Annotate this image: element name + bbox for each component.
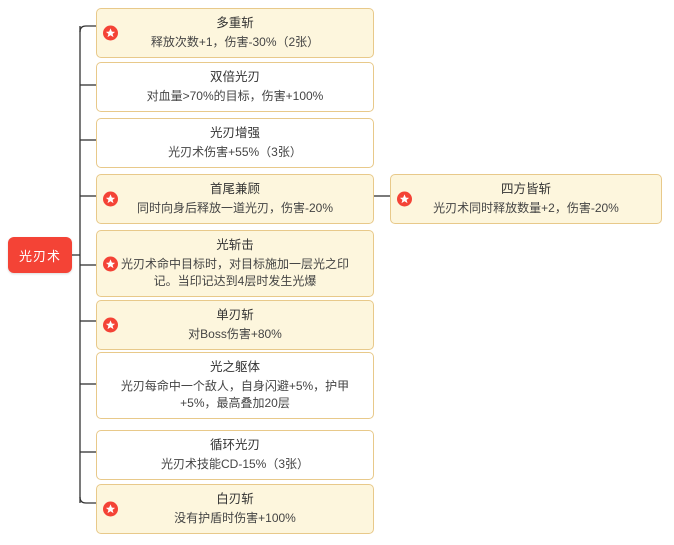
star-icon [103,256,118,271]
star-icon [397,191,412,207]
skill-node-4-title: 光斩击 [216,238,254,252]
skill-node-5-desc: 对Boss伤害+80% [188,327,282,341]
skill-node-2-desc: 光刃术伤害+55%（3张） [168,145,302,159]
skill-node-0[interactable]: 多重斩 释放次数+1，伤害-30%（2张） [96,8,374,58]
skill-node-3[interactable]: 首尾兼顾 同时向身后释放一道光刃，伤害-20% [96,174,374,224]
skill-node-3-desc: 同时向身后释放一道光刃，伤害-20% [136,201,333,215]
skill-node-6[interactable]: 光之躯体 光刃每命中一个敌人，自身闪避+5%，护甲+5%，最高叠加20层 [96,352,374,419]
root-node[interactable]: 光刃术 [8,237,72,273]
skill-node-4-desc: 光刃术命中目标时，对目标施加一层光之印记。当印记达到4层时发生光爆 [120,257,349,288]
skill-node-1[interactable]: 双倍光刃 对血量>70%的目标，伤害+100% [96,62,374,112]
skill-node-6-title: 光之躯体 [209,360,260,374]
skill-node-3-title: 首尾兼顾 [209,182,260,196]
skill-node-7[interactable]: 循环光刃 光刃术技能CD-15%（3张） [96,430,374,480]
star-icon [103,25,118,41]
skill-node-8-desc: 没有护盾时伤害+100% [174,511,296,525]
skill-node-8[interactable]: 白刃斩 没有护盾时伤害+100% [96,484,374,534]
star-icon [103,191,118,207]
skill-node-5[interactable]: 单刃斩 对Boss伤害+80% [96,300,374,350]
skill-node-branch[interactable]: 四方皆斩 光刃术同时释放数量+2，伤害-20% [390,174,662,224]
skill-node-4[interactable]: 光斩击 光刃术命中目标时，对目标施加一层光之印记。当印记达到4层时发生光爆 [96,230,374,297]
skill-node-branch-title: 四方皆斩 [500,182,551,196]
skill-node-branch-desc: 光刃术同时释放数量+2，伤害-20% [433,201,619,215]
skill-node-8-title: 白刃斩 [216,492,254,506]
root-node-label: 光刃术 [18,248,61,264]
star-icon [103,501,118,517]
skill-node-2[interactable]: 光刃增强 光刃术伤害+55%（3张） [96,118,374,168]
star-icon [103,317,118,333]
skill-node-1-title: 双倍光刃 [209,70,260,84]
skill-node-1-desc: 对血量>70%的目标，伤害+100% [146,89,324,103]
skill-node-0-desc: 释放次数+1，伤害-30%（2张） [150,35,320,49]
skill-node-7-title: 循环光刃 [209,438,260,452]
skill-node-5-title: 单刃斩 [216,308,254,322]
skill-node-7-desc: 光刃术技能CD-15%（3张） [160,457,310,471]
skill-node-2-title: 光刃增强 [209,126,260,140]
skill-node-0-title: 多重斩 [216,16,254,30]
skill-node-6-desc: 光刃每命中一个敌人，自身闪避+5%，护甲+5%，最高叠加20层 [120,379,350,410]
